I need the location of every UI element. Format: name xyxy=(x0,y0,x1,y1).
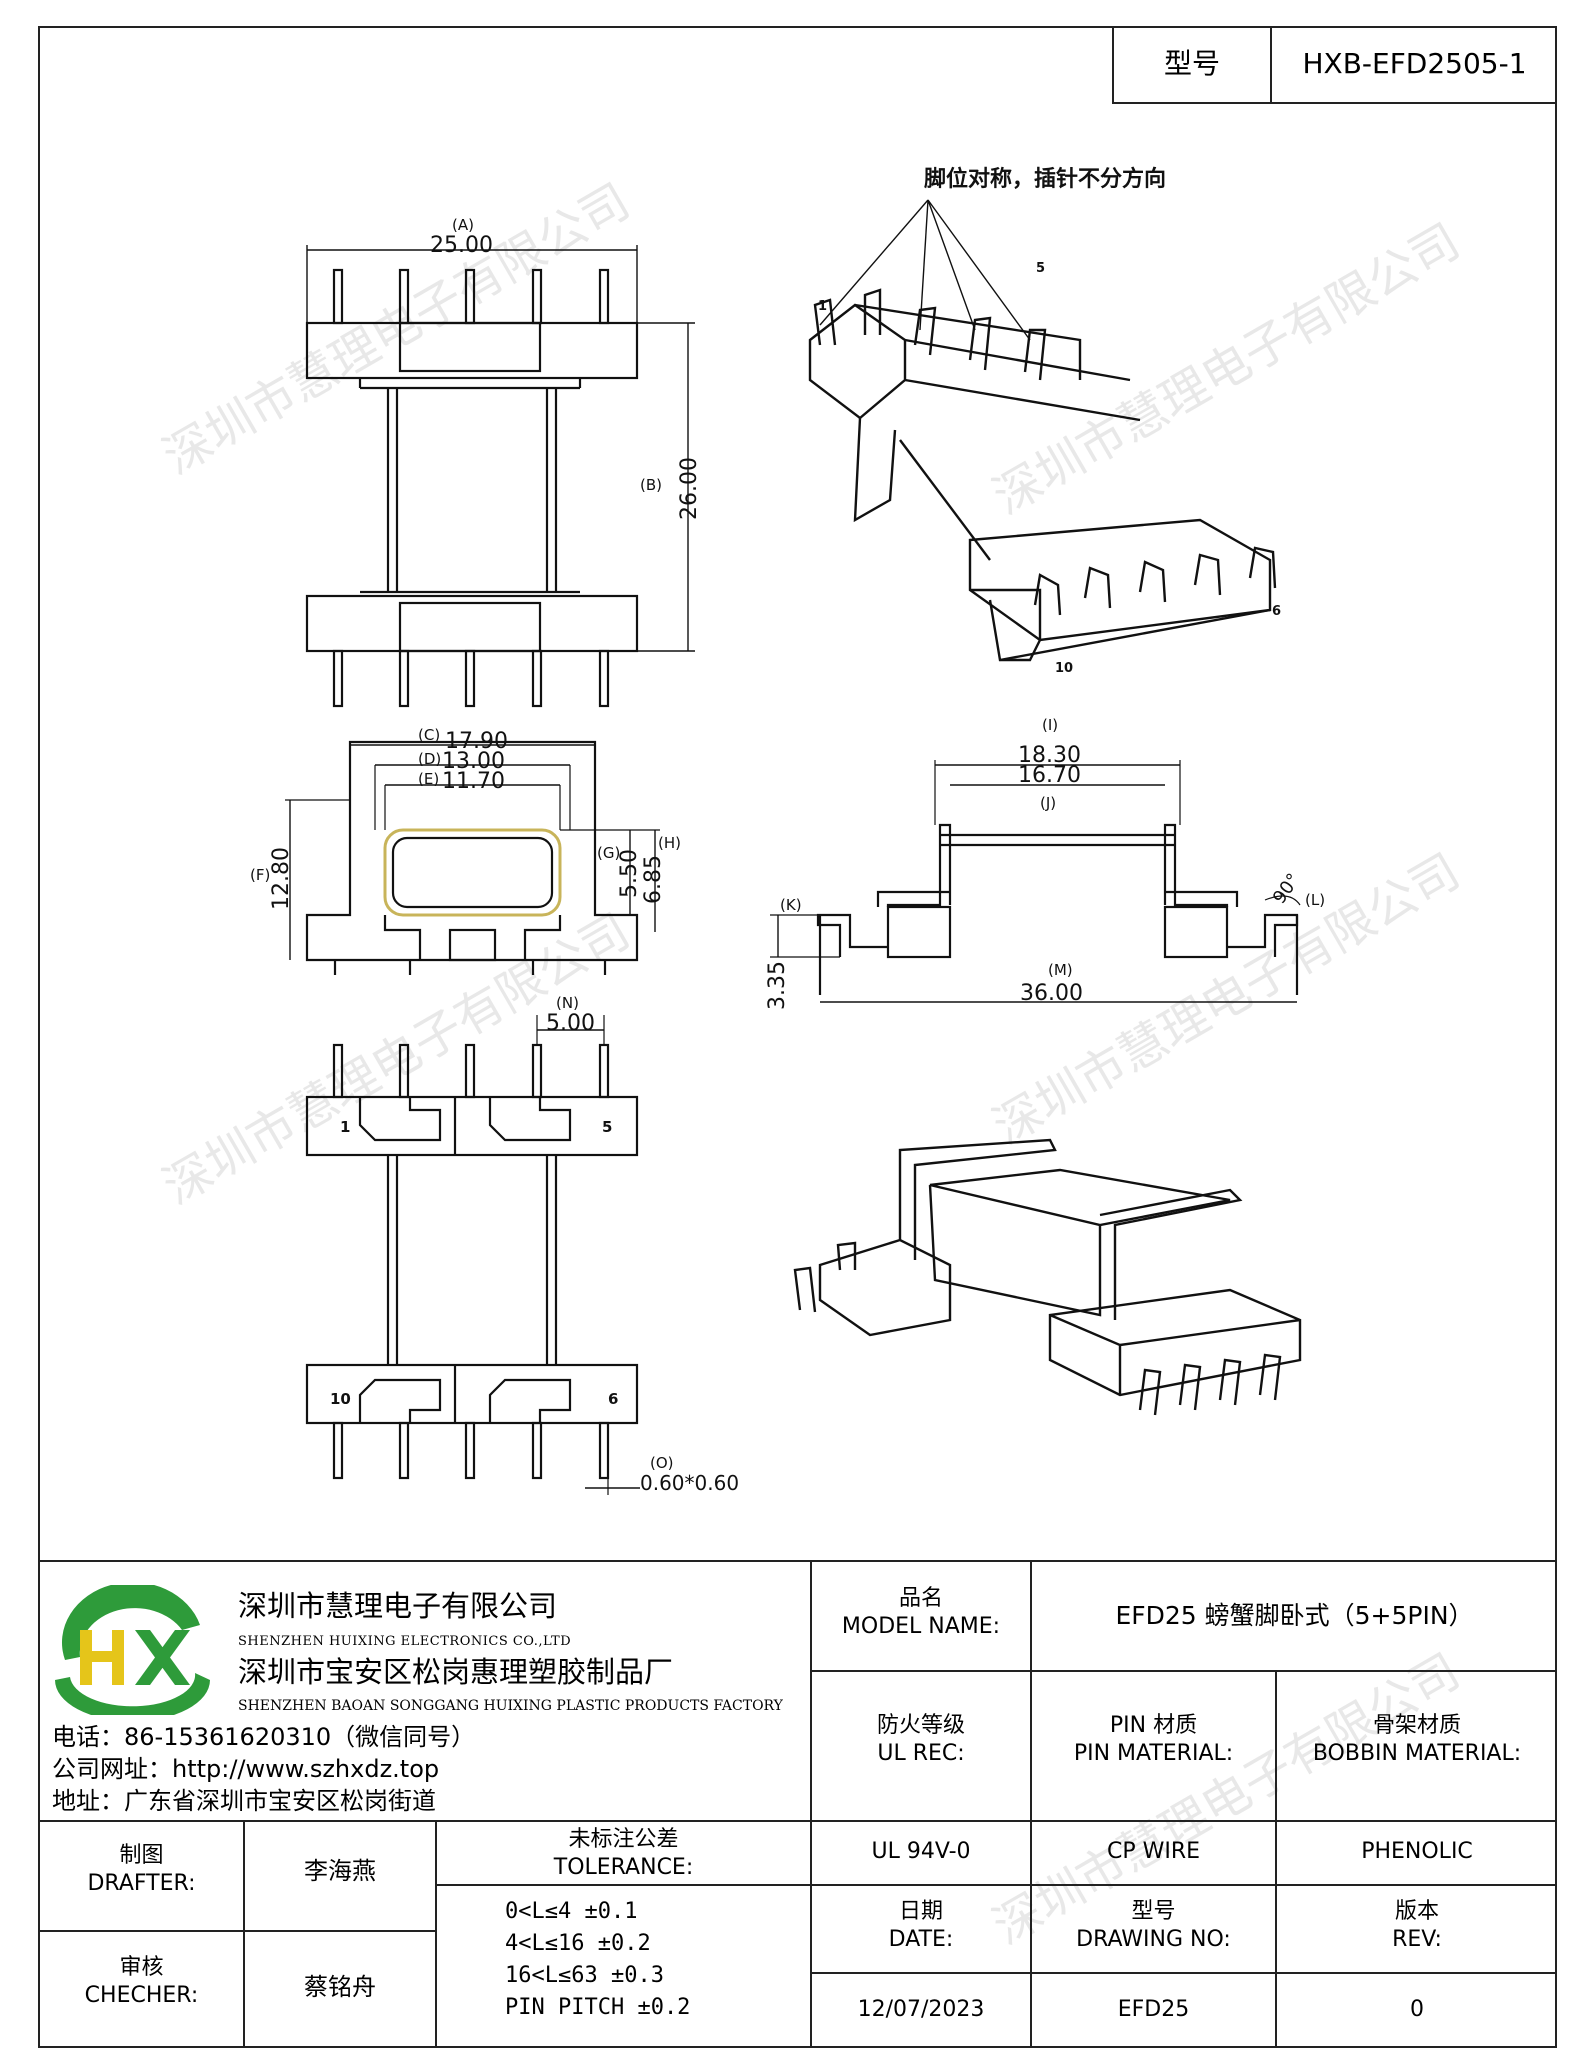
pin-material-value: CP WIRE xyxy=(1106,1839,1201,1864)
header-divider-left xyxy=(1112,26,1114,104)
dim-h-label: (H) xyxy=(658,834,681,852)
pin-symmetry-note: 脚位对称，插针不分方向 xyxy=(924,166,1166,192)
tb-h-4 xyxy=(810,1972,1557,1974)
factory-name-cn: 深圳市宝安区松岗惠理塑胶制品厂 xyxy=(238,1655,674,1689)
tolerance-line-1: 0<L≤4 ±0.1 xyxy=(505,1899,638,1924)
date-label: 日期 DATE: xyxy=(888,1899,954,1952)
dim-e-value: 11.70 xyxy=(442,769,505,794)
titleblock-top xyxy=(38,1560,1557,1562)
tb-h-3 xyxy=(810,1884,1557,1886)
dim-l-label: (L) xyxy=(1305,891,1325,909)
dim-i-label: (I) xyxy=(1042,716,1058,734)
factory-name-en: SHENZHEN BAOAN SONGGANG HUIXING PLASTIC … xyxy=(238,1698,783,1714)
dim-d-label: (D) xyxy=(418,750,441,768)
bottom-pin-5: 5 xyxy=(602,1118,612,1136)
dim-o-label: (O) xyxy=(650,1454,674,1472)
iso-pin-10: 10 xyxy=(1055,661,1073,676)
bottom-view xyxy=(305,1015,640,1495)
header-divider-mid xyxy=(1270,26,1272,104)
tolerance-line-3: 16<L≤63 ±0.3 xyxy=(505,1963,664,1988)
iso-pin-5: 5 xyxy=(1036,261,1045,276)
iso-pin-1: 1 xyxy=(818,299,827,314)
bottom-pin-6: 6 xyxy=(608,1390,618,1408)
checker-value: 蔡铭舟 xyxy=(304,1973,376,2001)
dim-h-value: 6.85 xyxy=(641,855,666,904)
tolerance-line-4: PIN PITCH ±0.2 xyxy=(505,1995,691,2020)
dim-i-value: 18.30 xyxy=(1018,743,1081,768)
dim-m-label: (M) xyxy=(1048,961,1073,979)
dim-a-label: (A) xyxy=(452,216,474,234)
dim-f-label: (F) xyxy=(250,866,270,884)
company-name-cn: 深圳市慧理电子有限公司 xyxy=(238,1589,558,1623)
dim-d-value: 13.00 xyxy=(442,749,505,774)
dim-f-value: 12.80 xyxy=(269,847,294,910)
tb-v-company xyxy=(810,1560,812,2048)
ul-rec-label: 防火等级 UL REC: xyxy=(876,1713,965,1766)
model-name-value: EFD25 螃蟹脚卧式（5+5PIN） xyxy=(1115,1601,1474,1630)
drawing-frame xyxy=(38,26,1557,2048)
company-phone: 电话：86-15361620310（微信同号） xyxy=(52,1723,476,1751)
ul-rec-value: UL 94V-0 xyxy=(871,1839,971,1864)
header-divider-bottom xyxy=(1112,102,1557,104)
rev-label: 版本 REV: xyxy=(1392,1899,1442,1952)
iso-view-body xyxy=(793,1138,1302,1416)
dim-g-label: (G) xyxy=(597,844,620,862)
bobbin-material-value: PHENOLIC xyxy=(1361,1839,1473,1864)
tolerance-label: 未标注公差 TOLERANCE: xyxy=(553,1827,694,1880)
dim-n-label: (N) xyxy=(556,994,579,1012)
side-view xyxy=(770,760,1301,1003)
date-value: 12/07/2023 xyxy=(857,1997,985,2022)
dim-k-value: 3.35 xyxy=(765,961,790,1010)
tb-h-2 xyxy=(38,1820,1557,1822)
end-view xyxy=(285,740,660,975)
model-label: 型号 xyxy=(1163,47,1220,80)
dim-j-label: (J) xyxy=(1040,794,1056,812)
iso-pin-6: 6 xyxy=(1272,604,1281,619)
dim-b-value: 26.00 xyxy=(677,457,702,520)
company-website: 公司网址：http://www.szhxdz.top xyxy=(52,1755,440,1783)
dim-g-value: 5.50 xyxy=(617,849,642,898)
drafter-label: 制图 DRAFTER: xyxy=(87,1843,196,1896)
dim-c-value: 17.90 xyxy=(445,729,508,754)
tb-v-drafter xyxy=(243,1820,245,2048)
dim-c-label: (C) xyxy=(418,726,440,744)
checker-label: 审核 CHECHER: xyxy=(84,1955,199,2008)
tb-h-drafter xyxy=(38,1930,435,1932)
company-logo-icon xyxy=(55,1585,210,1715)
dim-j-value: 16.70 xyxy=(1018,763,1081,788)
dim-n-value: 5.00 xyxy=(546,1011,595,1036)
tb-h-1 xyxy=(810,1670,1557,1672)
drawing-no-value: EFD25 xyxy=(1117,1997,1190,2022)
dim-e-label: (E) xyxy=(418,770,439,788)
dim-b-label: (B) xyxy=(640,476,662,494)
company-address: 地址：广东省深圳市宝安区松岗街道 xyxy=(52,1787,436,1815)
tb-h-tol xyxy=(435,1884,810,1886)
bottom-pin-1: 1 xyxy=(340,1118,350,1136)
dim-l-value: 90° xyxy=(1269,870,1305,908)
technical-drawings: 脚位对称，插针不分方向 (A) 25.00 (B) 26.00 (C) 17.9… xyxy=(250,166,1325,1495)
bobbin-material-label: 骨架材质 BOBBIN MATERIAL: xyxy=(1312,1713,1522,1766)
tolerance-line-2: 4<L≤16 ±0.2 xyxy=(505,1931,651,1956)
model-name-label: 品名 MODEL NAME: xyxy=(841,1586,1001,1639)
drawing-no-label: 型号 DRAWING NO: xyxy=(1076,1899,1231,1952)
bottom-pin-10: 10 xyxy=(330,1390,351,1408)
tb-v-2 xyxy=(1275,1670,1277,2048)
drafter-value: 李海燕 xyxy=(304,1857,376,1885)
tb-v-tol xyxy=(435,1820,437,2048)
dim-m-value: 36.00 xyxy=(1020,981,1083,1006)
tb-v-1 xyxy=(1030,1560,1032,2048)
model-value: HXB-EFD2505-1 xyxy=(1302,47,1527,80)
iso-view-pins xyxy=(808,199,1277,662)
dim-a-value: 25.00 xyxy=(430,233,493,258)
pin-material-label: PIN 材质 PIN MATERIAL: xyxy=(1073,1713,1234,1766)
dim-o-value: 0.60*0.60 xyxy=(640,1471,739,1495)
rev-value: 0 xyxy=(1410,1997,1424,2022)
top-view xyxy=(305,245,695,708)
dim-k-label: (K) xyxy=(780,896,802,914)
company-name-en: SHENZHEN HUIXING ELECTRONICS CO.,LTD xyxy=(238,1634,572,1649)
